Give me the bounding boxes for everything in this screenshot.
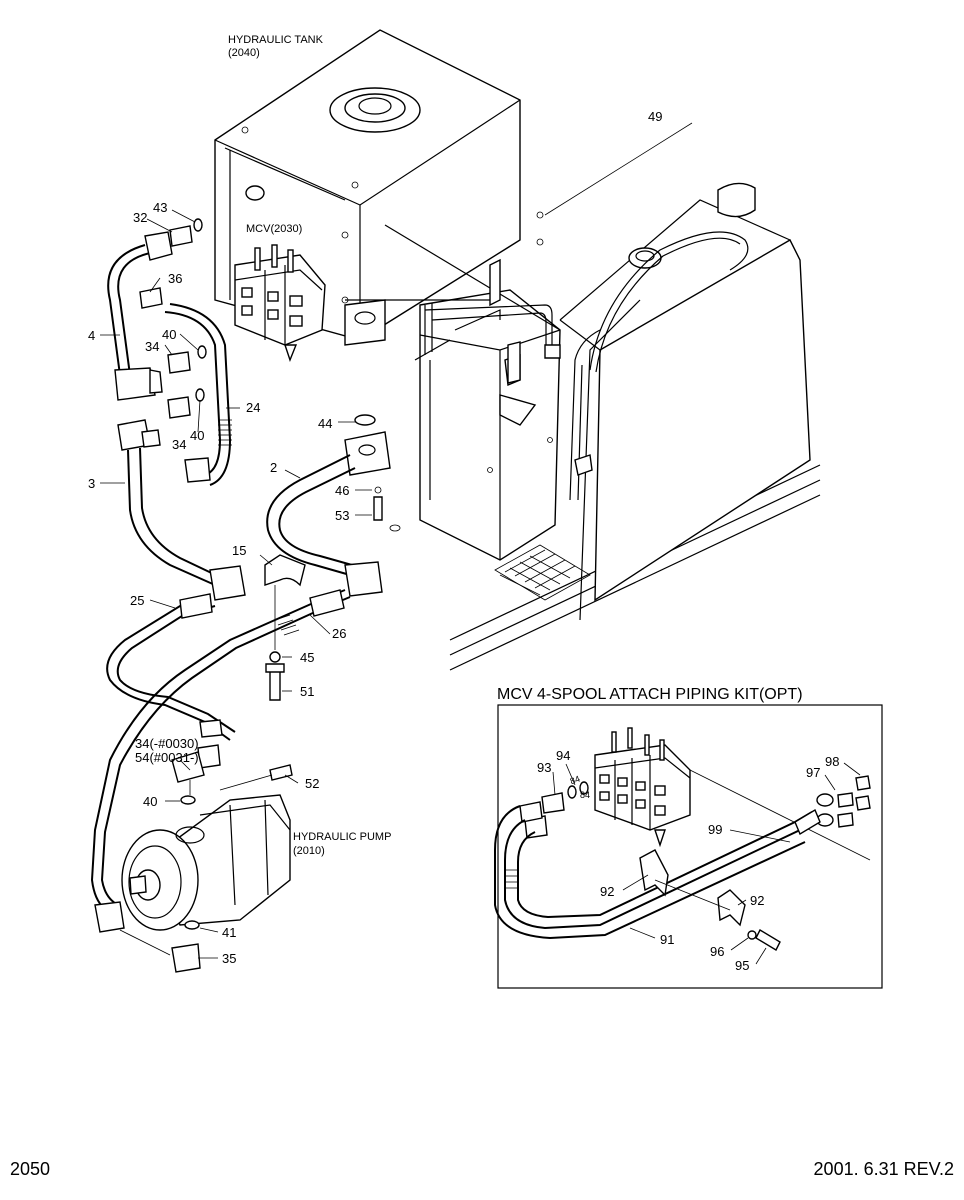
callout-4: 4 <box>88 328 95 343</box>
callout-40-pump: 40 <box>143 794 157 809</box>
clamp-15 <box>264 554 306 701</box>
pipe-2 <box>266 414 401 597</box>
callout-labels: HYDRAULIC TANK (2040) MCV(2030) HYDRAULI… <box>88 34 662 966</box>
callout-46: 46 <box>335 483 349 498</box>
hose-25 <box>106 593 236 769</box>
callout-41: 41 <box>222 925 236 940</box>
tank-bracket <box>345 224 561 384</box>
tank-label: HYDRAULIC TANK <box>228 34 324 46</box>
callout-54-serial: 54(#0031-) <box>135 750 199 765</box>
tank-ref: (2040) <box>228 47 260 59</box>
inset-callout-95: 95 <box>735 958 749 973</box>
inset-callout-84-upper: 84 <box>569 774 582 787</box>
callout-3: 3 <box>88 476 95 491</box>
callout-25: 25 <box>130 593 144 608</box>
callout-2: 2 <box>270 460 277 475</box>
page-number: 2050 <box>10 1159 50 1179</box>
revision-date: 2001. 6.31 REV.2 <box>814 1159 954 1179</box>
fittings-left <box>139 218 207 448</box>
inset-callout-92-left: 92 <box>600 884 614 899</box>
inset-callout-91: 91 <box>660 932 674 947</box>
inset-4-spool-kit: MCV 4-SPOOL ATTACH PIPING KIT(OPT) <box>494 686 883 989</box>
callout-24: 24 <box>246 400 260 415</box>
mcv-label: MCV(2030) <box>246 223 302 235</box>
callout-40-upper: 40 <box>162 327 176 342</box>
hydraulic-pump <box>121 751 293 931</box>
pump-label: HYDRAULIC PUMP <box>293 831 391 843</box>
inset-callout-84-lower: 84 <box>580 790 590 800</box>
footer: 2050 2001. 6.31 REV.2 <box>10 1159 954 1179</box>
callout-15: 15 <box>232 543 246 558</box>
inset-callout-98: 98 <box>825 754 839 769</box>
callout-34-upper: 34 <box>145 339 159 354</box>
mcv-control-valve <box>234 244 326 363</box>
inset-callout-99: 99 <box>708 822 722 837</box>
callout-36: 36 <box>168 271 182 286</box>
inset-callout-92-right: 92 <box>750 893 764 908</box>
callout-49: 49 <box>648 109 662 124</box>
callout-51: 51 <box>300 684 314 699</box>
callout-40-lower: 40 <box>190 428 204 443</box>
callout-53: 53 <box>335 508 349 523</box>
pipe-4 <box>107 231 173 401</box>
callout-34-lower: 34 <box>172 437 186 452</box>
callout-32: 32 <box>133 210 147 225</box>
inset-callout-94: 94 <box>556 748 570 763</box>
hose-26 <box>90 589 351 973</box>
callout-52: 52 <box>305 776 319 791</box>
hose-24 <box>164 303 232 486</box>
callout-43: 43 <box>153 200 167 215</box>
inset-title: MCV 4-SPOOL ATTACH PIPING KIT(OPT) <box>497 686 803 703</box>
inset-callout-97: 97 <box>806 765 820 780</box>
pump-ref: (2010) <box>293 845 325 857</box>
callout-34-serial: 34(-#0030) <box>135 736 199 751</box>
pipe-3 <box>117 419 246 601</box>
callout-35: 35 <box>222 951 236 966</box>
inset-frame <box>497 704 883 989</box>
callout-44: 44 <box>318 416 332 431</box>
inset-callout-93: 93 <box>537 760 551 775</box>
callout-45: 45 <box>300 650 314 665</box>
leader-lines <box>100 122 693 959</box>
callout-26: 26 <box>332 626 346 641</box>
fuel-tank <box>536 182 811 602</box>
inset-callout-96: 96 <box>710 944 724 959</box>
